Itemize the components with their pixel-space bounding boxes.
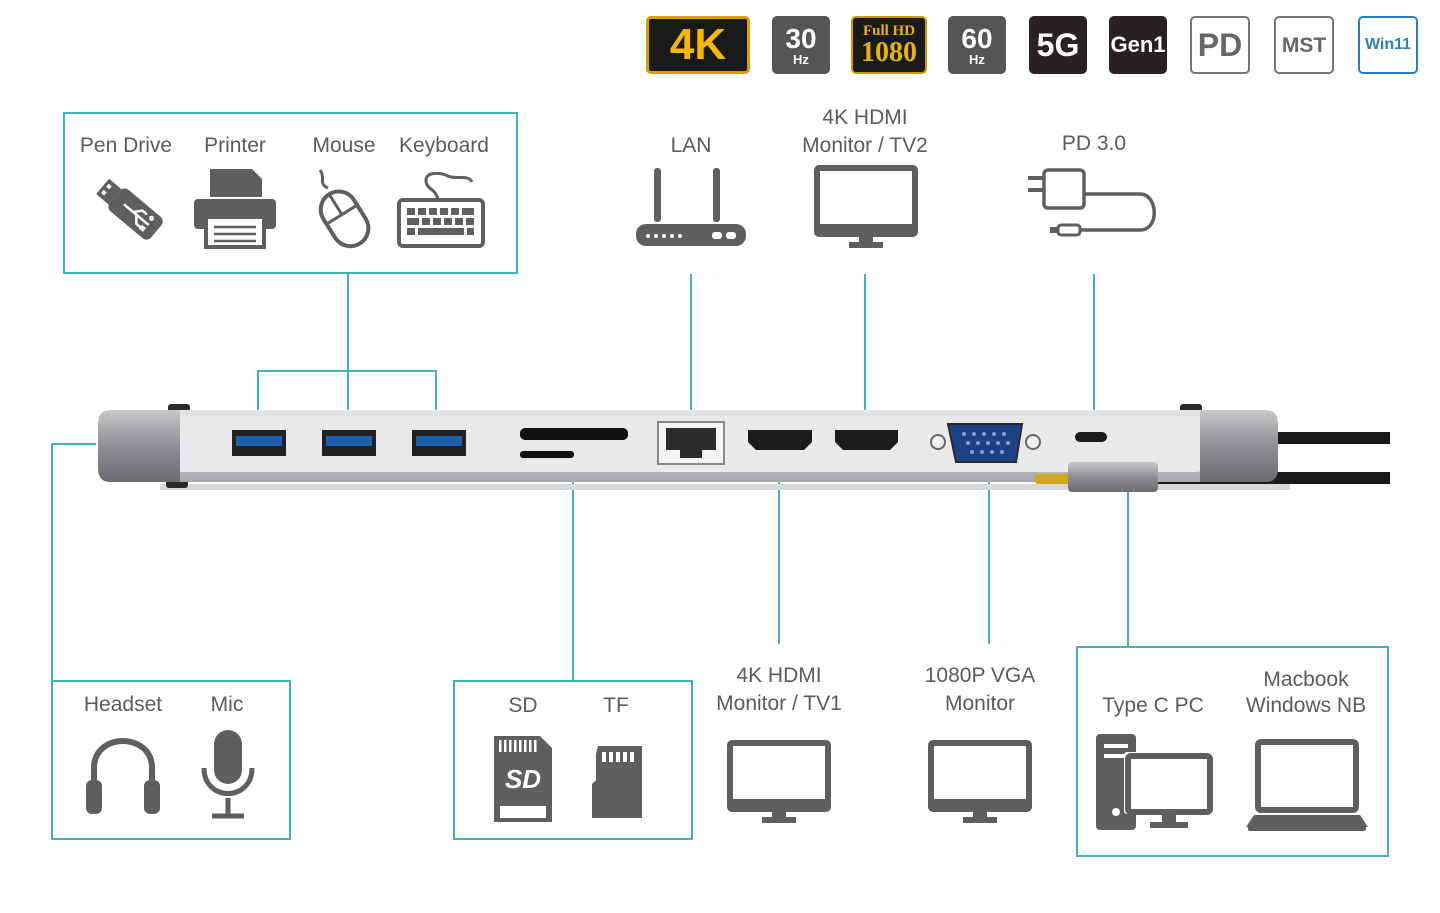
tf-card-icon [592,746,642,818]
hdmi1-label-line2: Monitor / TV1 [716,692,842,715]
badge-gen1-text: Gen1 [1110,32,1166,57]
vga-label-line1: 1080P VGA [924,664,1036,687]
badge-fullhd-top: Full HD [862,22,916,39]
windows-nb-label: Windows NB [1245,694,1367,717]
hdmi2-label-line2: Monitor / TV2 [802,134,928,157]
router-icon [636,168,746,246]
desktop-pc-icon [1096,734,1213,830]
badge-fullhd-bottom: 1080 [861,36,917,68]
mouse-icon [318,169,371,249]
badge-5g-text: 5G [1036,27,1080,63]
tf-label: TF [603,694,629,717]
badge-30hz-unit: Hz [793,51,809,67]
laptop-icon [1246,739,1368,831]
microphone-icon [201,730,255,819]
badge-4k-text: 4K [669,20,727,69]
badge-60hz: 60 Hz [948,16,1006,74]
sd-card-icon [494,736,552,822]
pen-drive-icon [96,178,163,240]
headset-icon [86,738,160,814]
badge-5g: 5G [1029,16,1087,74]
pen-drive-label: Pen Drive [79,134,173,157]
printer-label: Printer [204,134,266,157]
badge-4k: 4K [646,16,750,74]
pd-label: PD 3.0 [1061,132,1127,155]
badge-pd-text: PD [1197,27,1243,63]
badge-fullhd: Full HD 1080 [851,16,927,74]
badge-30hz-number: 30 [785,22,817,54]
mouse-label: Mouse [312,134,376,157]
keyboard-icon [397,171,485,248]
headset-label: Headset [83,693,163,716]
usb-a-ports [232,430,466,456]
host-box [1076,646,1389,857]
lan-label: LAN [670,134,712,157]
sd-label: SD [508,694,538,717]
badge-win11: Win11 [1358,16,1418,74]
keyboard-label: Keyboard [399,134,489,157]
monitor-icon-tv2 [814,165,918,248]
badge-mst: MST [1274,16,1334,74]
usb-c-hub [98,404,1390,492]
audio-line [51,443,96,680]
monitor-icon-tv1 [727,740,831,823]
badge-pd: PD [1190,16,1250,74]
badge-mst-text: MST [1281,33,1327,57]
audio-box [51,680,291,840]
usb-devices-box [63,112,518,274]
vga-label-line2: Monitor [944,692,1016,715]
typec-pc-label: Type C PC [1102,694,1204,717]
badge-win11-text: Win11 [1364,36,1412,53]
hdmi1-label-line1: 4K HDMI [736,664,822,687]
sd-card-text: SD [504,764,542,794]
badge-60hz-number: 60 [961,22,993,54]
badge-30hz: 30 Hz [772,16,830,74]
hdmi2-label-line1: 4K HDMI [822,106,908,129]
power-adapter-icon [1028,168,1156,237]
badge-gen1: Gen1 [1109,16,1167,74]
macbook-label: Macbook [1263,668,1349,691]
badge-60hz-unit: Hz [969,51,985,67]
monitor-icon-vga [928,740,1032,823]
printer-icon [194,169,276,249]
card-reader-box [453,680,693,840]
mic-label: Mic [210,693,244,716]
